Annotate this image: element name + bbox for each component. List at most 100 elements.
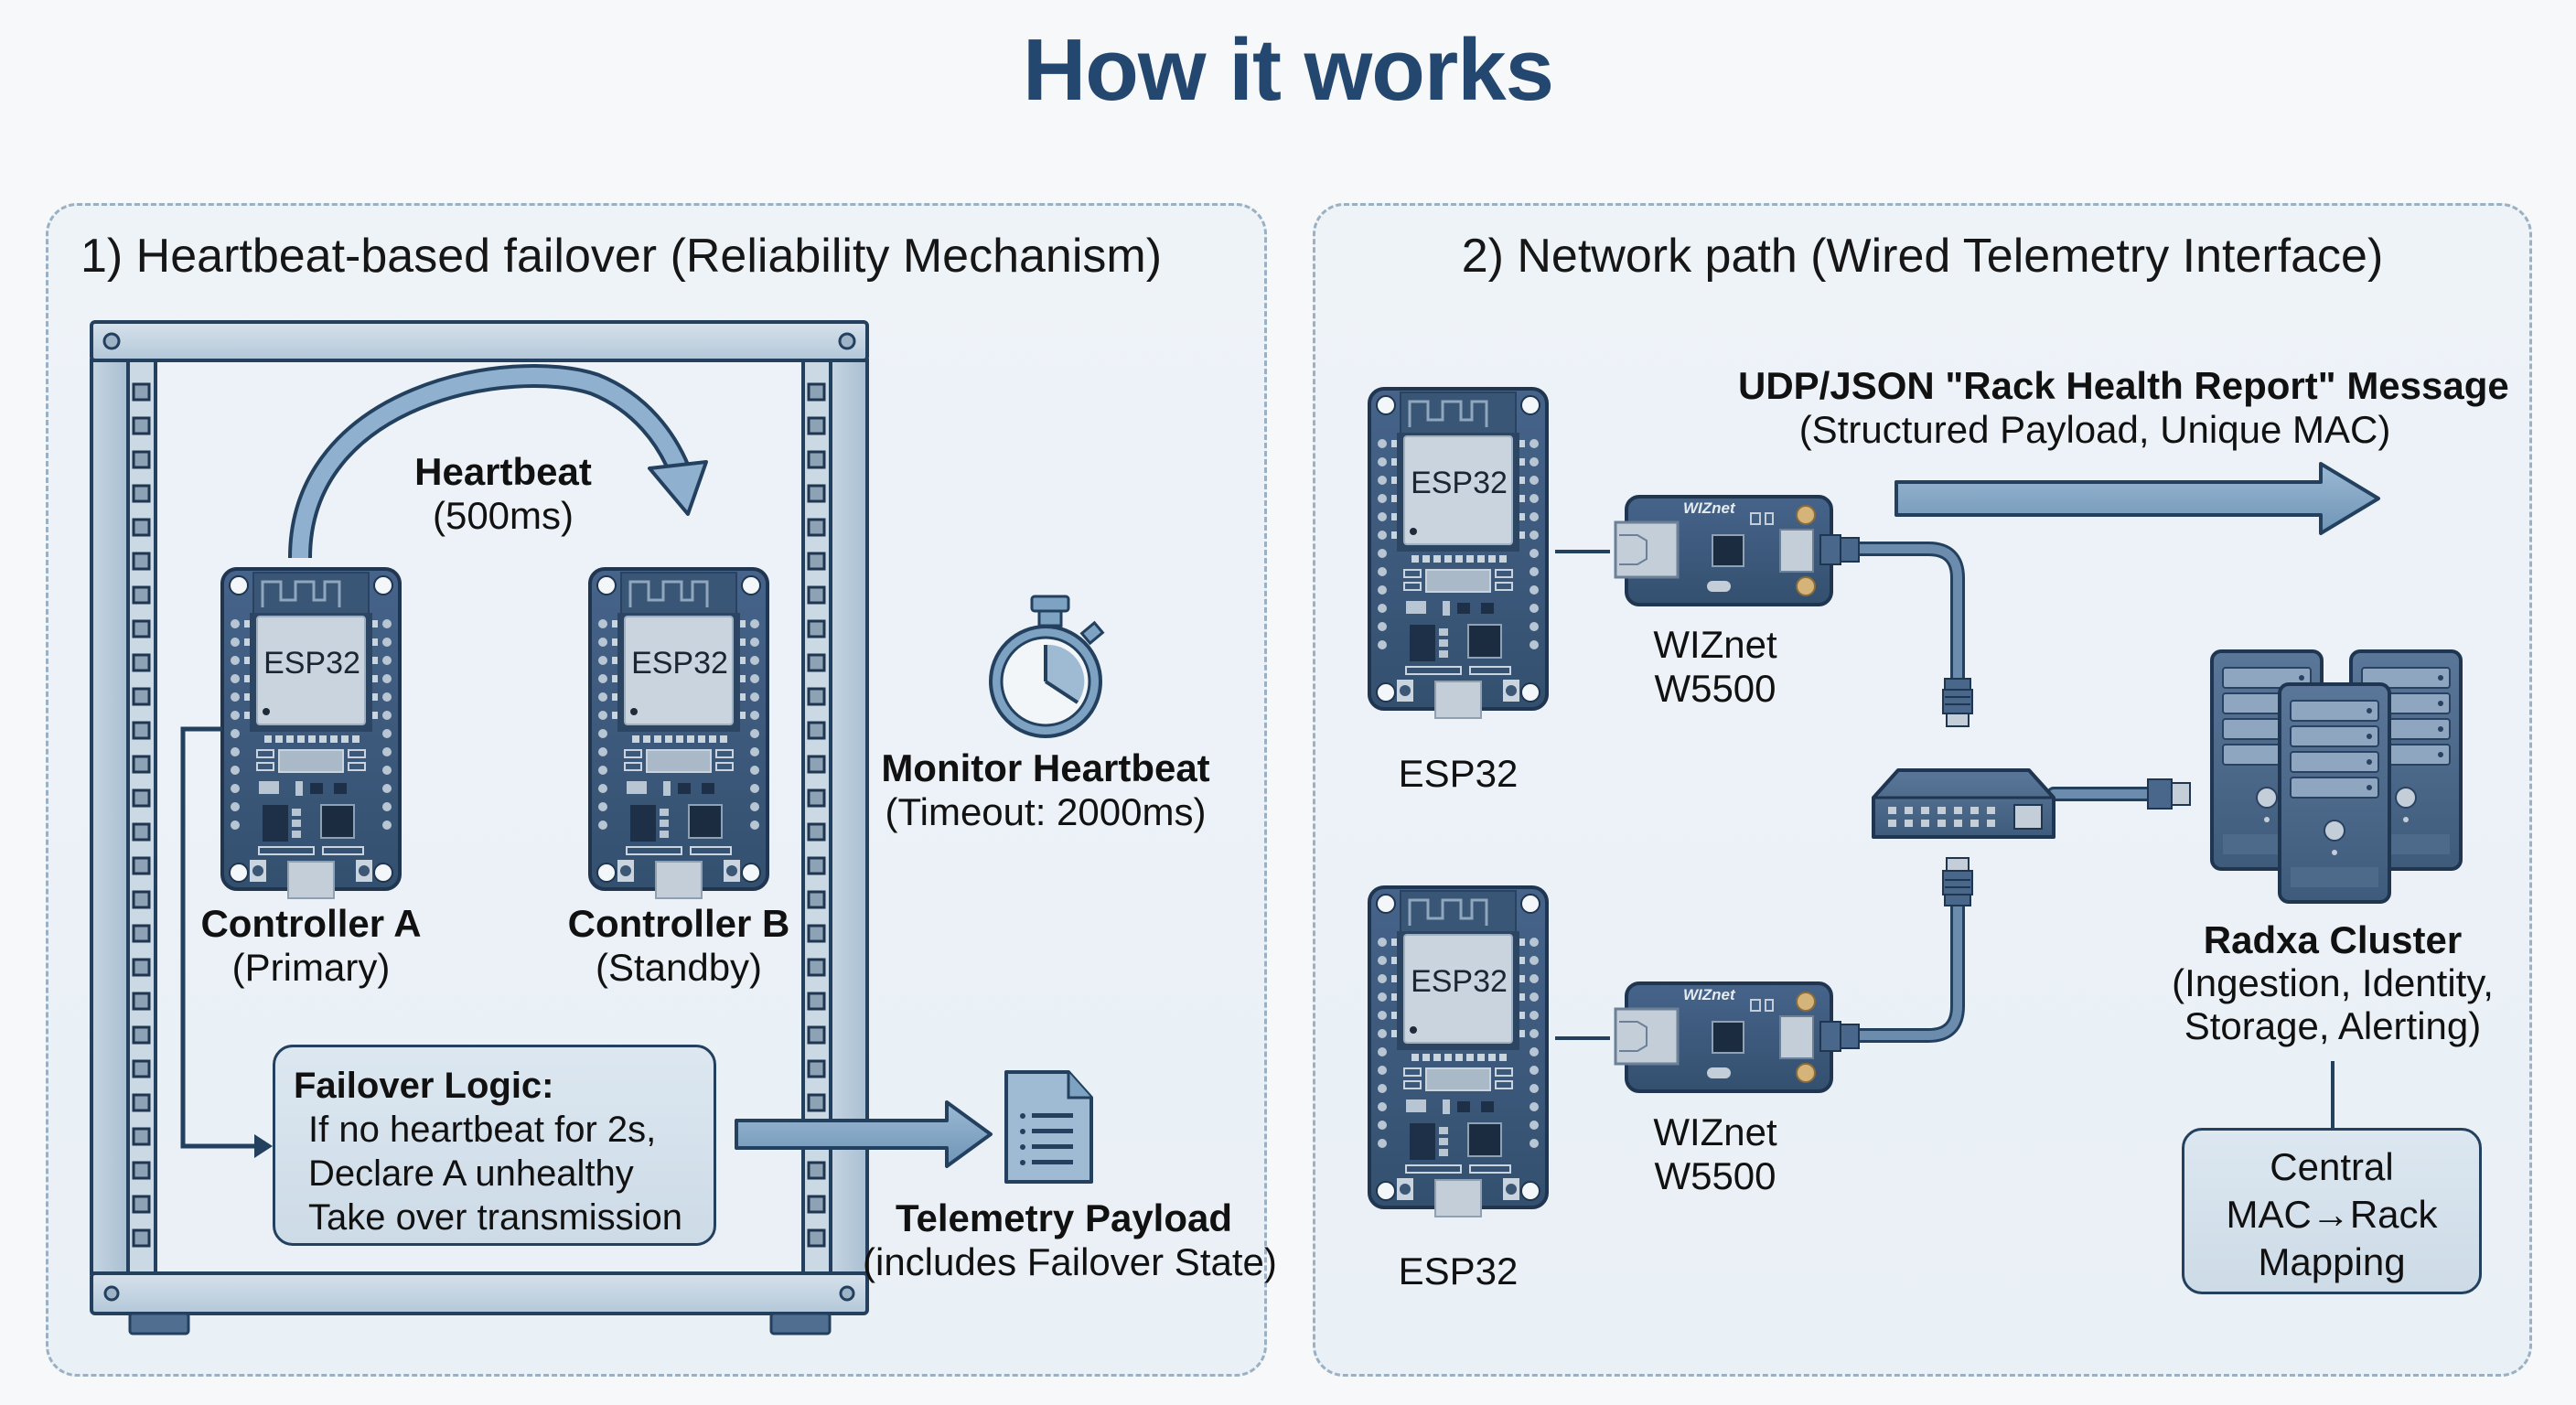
radxa-cluster-label: Radxa Cluster (2203, 918, 2463, 961)
wiznet-top-brand: WIZnet (1683, 499, 1735, 517)
switch-port (1954, 807, 1962, 814)
rack-mounting-hole (807, 788, 826, 808)
rj45-plug-switch-bottom (1942, 857, 1973, 906)
switch-port (1888, 807, 1896, 814)
rj45-plug-server (2147, 778, 2191, 810)
switch-port (1970, 807, 1979, 814)
wiznet-top-label-line2: W5500 (1654, 667, 1776, 710)
mapping-line-3: Mapping (2258, 1240, 2406, 1283)
rack-mounting-hole (132, 890, 151, 909)
failover-logic-line: Declare A unhealthy (308, 1153, 634, 1194)
rack-mounting-hole (807, 1025, 826, 1045)
rack-mounting-hole (807, 755, 826, 774)
rack-mounting-hole (132, 619, 151, 638)
udp-message-label: UDP/JSON "Rack Health Report" Message (1738, 364, 2509, 407)
wiznet-bottom-brand: WIZnet (1683, 986, 1735, 1003)
esp32-bottom-board (1368, 885, 1549, 1218)
rack-mounting-hole (132, 1025, 151, 1045)
radxa-cluster-detail-2: Storage, Alerting) (2184, 1004, 2482, 1047)
rack-mounting-hole (132, 1059, 151, 1078)
controller-a-chip-label: ESP32 (263, 646, 360, 681)
wiznet-top-label-line1: WIZnet (1653, 623, 1777, 666)
esp32-top-label: ESP32 (1398, 752, 1519, 795)
panel1-title: 1) Heartbeat-based failover (Reliability… (80, 230, 1163, 283)
rack-mounting-hole (132, 755, 151, 774)
document-icon (1004, 1070, 1093, 1184)
controller-a-name: Controller A (200, 902, 422, 945)
failover-logic-line: If no heartbeat for 2s, (308, 1110, 657, 1150)
rack-mounting-hole (132, 992, 151, 1011)
heartbeat-arrow (288, 364, 708, 559)
switch-port (1888, 820, 1896, 827)
switch-port (1970, 820, 1979, 827)
rack-mounting-hole (132, 1127, 151, 1146)
rack-mounting-hole (132, 585, 151, 605)
rack-mounting-hole (132, 450, 151, 469)
page-title: How it works (1022, 21, 1554, 119)
telemetry-payload-label: Telemetry Payload (895, 1196, 1233, 1239)
rack-mounting-hole (132, 1195, 151, 1214)
udp-message-arrow (1894, 462, 2380, 535)
rack-mounting-hole (807, 552, 826, 571)
rack-mounting-hole (807, 653, 826, 672)
failover-to-telemetry-arrow (735, 1100, 993, 1168)
rack-mounting-hole (132, 856, 151, 875)
failover-logic-box: Failover Logic: If no heartbeat for 2s, … (273, 1045, 716, 1246)
rack-mounting-hole (132, 924, 151, 943)
switch-port (1937, 820, 1946, 827)
rj45-plug-switch-top (1942, 678, 1973, 727)
rack-mounting-hole (807, 822, 826, 842)
controller-b-chip-label: ESP32 (631, 646, 728, 681)
switch-port (1987, 807, 1995, 814)
rack-mounting-hole (807, 382, 826, 402)
switch-port (1921, 807, 1929, 814)
failover-logic-heading: Failover Logic: (294, 1066, 554, 1106)
switch-port (1905, 820, 1913, 827)
switch-port (1954, 820, 1962, 827)
stopwatch-icon (989, 595, 1105, 738)
rack-mounting-hole (807, 992, 826, 1011)
rack-mounting-hole (132, 518, 151, 537)
esp32-top-chip-label: ESP32 (1411, 466, 1508, 500)
mapping-line-1: Central (2270, 1145, 2394, 1188)
wiznet-bottom-label-line1: WIZnet (1653, 1110, 1777, 1153)
udp-message-detail: (Structured Payload, Unique MAC) (1798, 408, 2391, 451)
rack-mounting-hole (807, 924, 826, 943)
rj45-plug-bottom-wiznet (1819, 1021, 1860, 1052)
controller-b-board (588, 567, 769, 900)
rack-mounting-hole (132, 958, 151, 977)
rj45-plug-top-wiznet (1819, 534, 1860, 565)
esp32-bottom-label: ESP32 (1398, 1249, 1519, 1292)
failover-logic-line: Take over transmission (308, 1197, 683, 1238)
rack-mounting-hole (132, 1161, 151, 1180)
mac-rack-mapping-box: Central MAC→Rack Mapping (2182, 1128, 2482, 1294)
controller-b-role: (Standby) (595, 946, 763, 989)
rack-mounting-hole (807, 1093, 826, 1112)
rack-mounting-hole (807, 687, 826, 706)
rack-mounting-hole (807, 518, 826, 537)
esp32-top-board (1368, 387, 1549, 720)
rack-mounting-hole (132, 1228, 151, 1248)
rack-mounting-hole (132, 416, 151, 435)
rack-mounting-hole (132, 382, 151, 402)
rack-mounting-hole (132, 484, 151, 503)
rack-mounting-hole (132, 822, 151, 842)
rack-mounting-hole (807, 619, 826, 638)
controller-a-board (220, 567, 402, 900)
server-front-icon (2278, 682, 2391, 904)
controller-a-to-failover-connector (180, 726, 273, 1158)
radxa-cluster-detail-1: (Ingestion, Identity, (2172, 961, 2494, 1004)
rack-mounting-hole (132, 788, 151, 808)
network-switch-icon (1872, 768, 2055, 839)
rack-mounting-hole (807, 1059, 826, 1078)
heartbeat-label: Heartbeat (414, 450, 592, 493)
rack-mounting-hole (132, 1093, 151, 1112)
rack-mounting-hole (807, 585, 826, 605)
controller-b-name: Controller B (567, 902, 790, 945)
heartbeat-interval: (500ms) (432, 494, 574, 537)
monitor-heartbeat-timeout: (Timeout: 2000ms) (885, 790, 1207, 833)
rack-mounting-hole (807, 721, 826, 740)
rack-mounting-hole (807, 1195, 826, 1214)
switch-port (1905, 807, 1913, 814)
